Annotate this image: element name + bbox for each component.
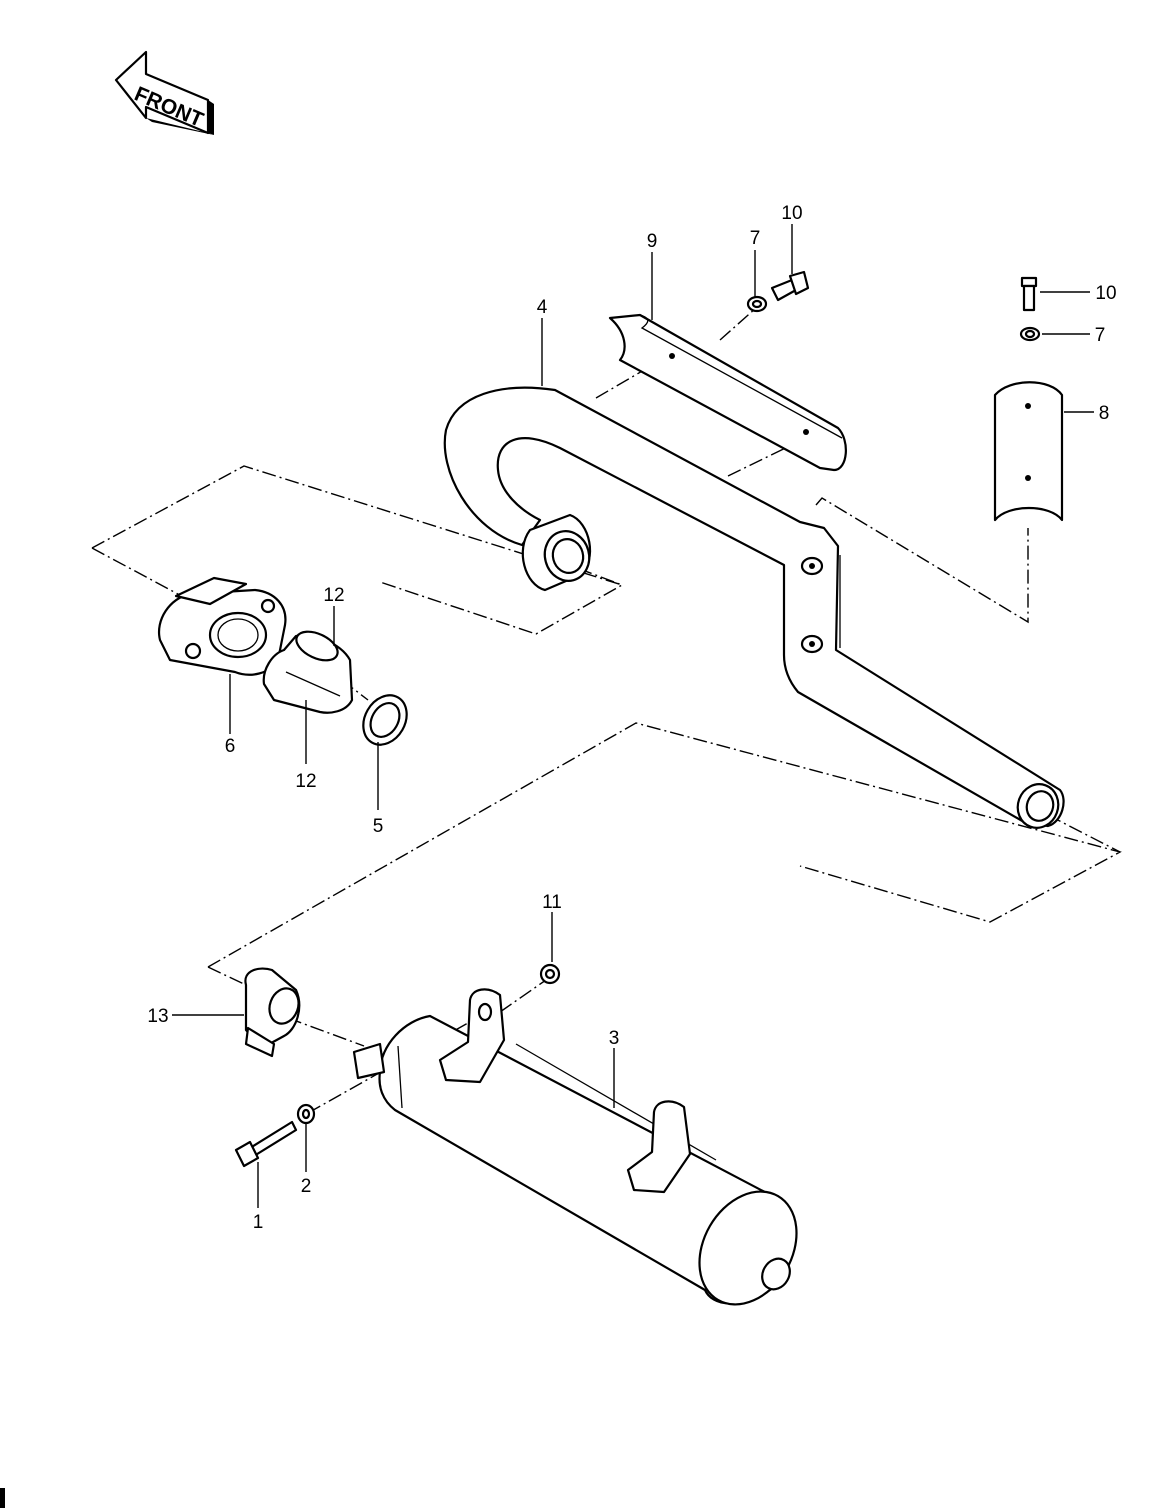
muffler-nut bbox=[539, 963, 561, 985]
callout-7-upper: 7 bbox=[750, 228, 761, 249]
bolt-upper-right bbox=[1020, 276, 1038, 312]
assembly-lines bbox=[91, 307, 1122, 1114]
callout-6: 6 bbox=[225, 736, 236, 757]
washer-upper-right bbox=[1019, 326, 1041, 342]
callout-13: 13 bbox=[147, 1006, 168, 1027]
pipe-clamp-shell bbox=[993, 381, 1064, 522]
bolt-upper-left bbox=[770, 270, 810, 302]
callout-2: 2 bbox=[301, 1176, 312, 1197]
callout-9: 9 bbox=[647, 231, 658, 252]
callout-10-right: 10 bbox=[1095, 283, 1116, 304]
page-edge-mark bbox=[0, 1488, 5, 1508]
callout-12-upper: 12 bbox=[323, 585, 344, 606]
muffler-bolt bbox=[234, 1120, 298, 1168]
pipe-heat-guard bbox=[608, 313, 847, 472]
callout-4: 4 bbox=[537, 297, 548, 318]
leader-lines bbox=[172, 224, 1094, 1208]
muffler-clamp bbox=[244, 967, 301, 1058]
callout-1: 1 bbox=[253, 1212, 264, 1233]
callout-numbers: 4 9 7 10 10 7 8 12 12 6 5 11 13 3 2 1 bbox=[147, 203, 1116, 1233]
exhaust-pipe bbox=[443, 386, 1065, 829]
callout-7-right: 7 bbox=[1095, 325, 1106, 346]
exhaust-flange bbox=[157, 576, 287, 676]
muffler bbox=[352, 988, 798, 1306]
muffler-washer bbox=[296, 1103, 316, 1125]
split-collars bbox=[262, 630, 354, 714]
callout-11: 11 bbox=[542, 892, 562, 913]
callout-12-lower: 12 bbox=[295, 771, 316, 792]
callout-5: 5 bbox=[373, 816, 384, 837]
washer-upper-left bbox=[746, 295, 768, 313]
gasket bbox=[362, 694, 408, 746]
callout-3: 3 bbox=[609, 1028, 620, 1049]
callout-8: 8 bbox=[1099, 403, 1110, 424]
front-arrow-icon: FRONT bbox=[114, 50, 214, 135]
callout-10-upper: 10 bbox=[781, 203, 802, 224]
